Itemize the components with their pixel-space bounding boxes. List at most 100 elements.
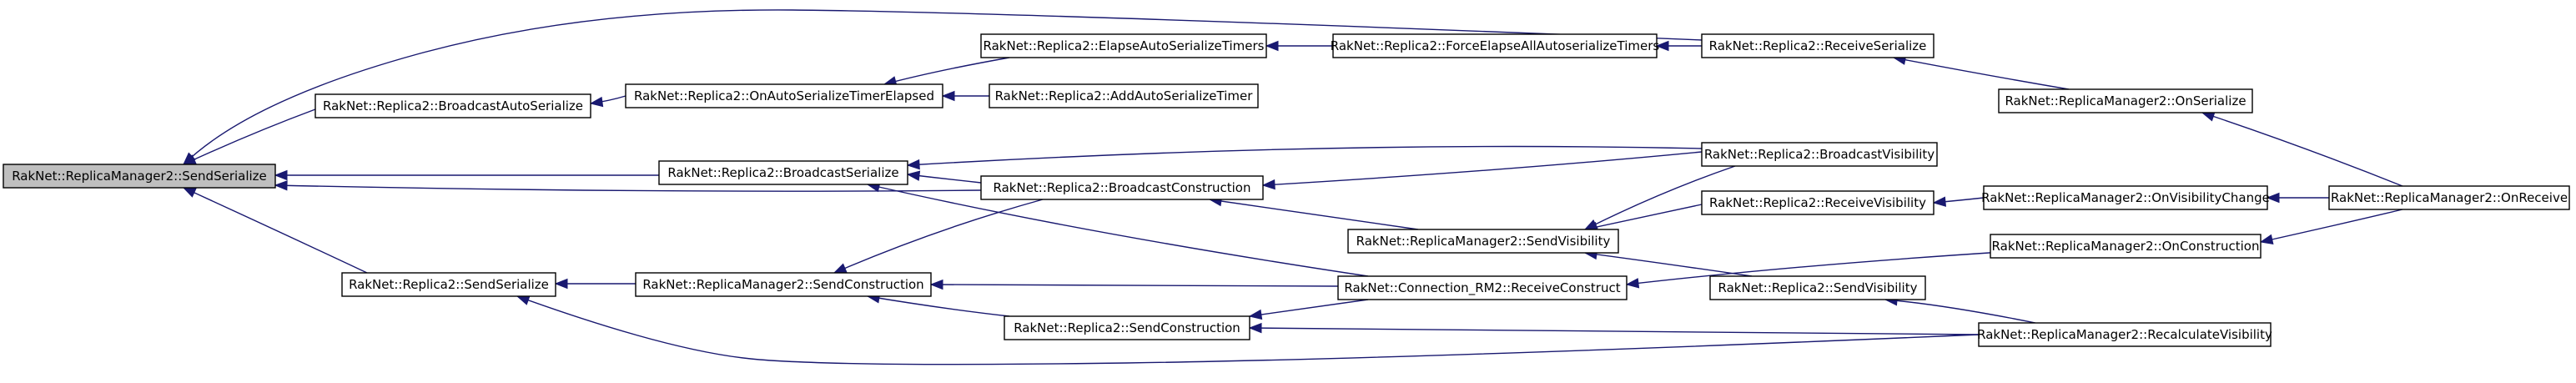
- edge-arrowhead: [2201, 111, 2216, 122]
- edge-arrowhead: [906, 159, 920, 170]
- edge-arrowhead: [1248, 322, 1262, 334]
- node-box[interactable]: [3, 164, 276, 189]
- edge-line: [183, 9, 1703, 165]
- node-box[interactable]: [1004, 315, 1250, 340]
- node-box[interactable]: [625, 83, 943, 108]
- edge-r2_sendserialize-to-rm2_sendserialize: [182, 187, 368, 274]
- node-label[interactable]: RakNet::Replica2::SendSerialize: [349, 277, 549, 292]
- node-r2_sendconstruction[interactable]: RakNet::Replica2::SendConstruction: [1004, 315, 1250, 340]
- node-r2_receivevisibility[interactable]: RakNet::Replica2::ReceiveVisibility: [1701, 190, 1935, 215]
- edge-arrowhead: [906, 170, 921, 181]
- node-crm2_receiveconstruct[interactable]: RakNet::Connection_RM2::ReceiveConstruct: [1337, 275, 1628, 300]
- edge-r2_broadcastconstruction-to-rm2_sendconstruction: [833, 199, 1044, 274]
- edge-line: [516, 295, 1980, 365]
- node-box[interactable]: [1701, 142, 1938, 167]
- node-r2_onautoserializetimerelapsed[interactable]: RakNet::Replica2::OnAutoSerializeTimerEl…: [625, 83, 943, 108]
- node-label[interactable]: RakNet::Replica2::SendVisibility: [1718, 280, 1918, 295]
- node-box[interactable]: [1998, 88, 2253, 113]
- node-label[interactable]: RakNet::Replica2::ForceElapseAllAutoseri…: [1331, 38, 1660, 53]
- node-box[interactable]: [1701, 33, 1935, 58]
- node-r2_broadcastconstruction[interactable]: RakNet::Replica2::BroadcastConstruction: [980, 175, 1264, 200]
- node-label[interactable]: RakNet::Replica2::ElapseAutoSerializeTim…: [984, 38, 1265, 53]
- node-box[interactable]: [658, 160, 908, 185]
- node-box[interactable]: [980, 175, 1264, 200]
- edge-arrowhead: [516, 295, 531, 305]
- edge-arrowhead: [1625, 278, 1640, 289]
- node-box[interactable]: [1701, 190, 1935, 215]
- edge-line: [1249, 327, 1980, 335]
- node-label[interactable]: RakNet::ReplicaManager2::RecalculateVisi…: [1977, 327, 2272, 342]
- node-label[interactable]: RakNet::ReplicaManager2::OnVisibilityCha…: [1981, 190, 2270, 205]
- node-box[interactable]: [2328, 185, 2570, 210]
- edge-line: [1626, 251, 2003, 285]
- edge-rm2_onreceive-to-rm2_onserialize: [2201, 111, 2403, 187]
- node-label[interactable]: RakNet::Replica2::ReceiveSerialize: [1709, 38, 1927, 53]
- node-box[interactable]: [1990, 234, 2262, 259]
- edge-line: [1262, 151, 1703, 186]
- node-label[interactable]: RakNet::ReplicaManager2::SendVisibility: [1356, 234, 1611, 249]
- node-label[interactable]: RakNet::Replica2::AddAutoSerializeTimer: [995, 88, 1254, 103]
- node-label[interactable]: RakNet::Replica2::OnAutoSerializeTimerEl…: [634, 88, 934, 103]
- node-box[interactable]: [989, 83, 1259, 108]
- node-label[interactable]: RakNet::ReplicaManager2::SendConstructio…: [642, 277, 923, 292]
- edge-line: [883, 57, 1010, 85]
- edge-rm2_onreceive-to-rm2_onconstruction: [2259, 209, 2403, 244]
- node-box[interactable]: [1332, 33, 1658, 58]
- edge-r2_broadcastvisibility-to-r2_broadcastserialize: [906, 145, 1703, 170]
- edge-r2_onautoserializetimerelapsed-to-r2_broadcastautoserialize: [589, 95, 626, 108]
- edge-rm2_sendvisibility-to-r2_broadcastconstruction: [1208, 195, 1419, 230]
- node-label[interactable]: RakNet::Replica2::ReceiveVisibility: [1709, 195, 1926, 210]
- node-r2_broadcastvisibility[interactable]: RakNet::Replica2::BroadcastVisibility: [1701, 142, 1938, 167]
- edge-arrowhead: [833, 263, 848, 274]
- edge-arrowhead: [589, 96, 604, 108]
- node-rm2_onvisibilitychange[interactable]: RakNet::ReplicaManager2::OnVisibilityCha…: [1981, 185, 2270, 210]
- node-label[interactable]: RakNet::Replica2::BroadcastAutoSerialize: [323, 98, 583, 113]
- node-r2_broadcastautoserialize[interactable]: RakNet::Replica2::BroadcastAutoSerialize: [314, 93, 591, 118]
- edge-arrowhead: [182, 187, 197, 198]
- node-rm2_onconstruction[interactable]: RakNet::ReplicaManager2::OnConstruction: [1990, 234, 2262, 259]
- node-r2_broadcastserialize[interactable]: RakNet::Replica2::BroadcastSerialize: [658, 160, 908, 185]
- edge-r2_broadcastvisibility-to-r2_broadcastconstruction: [1261, 151, 1703, 190]
- node-rm2_sendserialize[interactable]: RakNet::ReplicaManager2::SendSerialize: [3, 164, 276, 189]
- node-r2_receiveserialize[interactable]: RakNet::Replica2::ReceiveSerialize: [1701, 33, 1935, 58]
- edge-line: [1249, 299, 1369, 317]
- node-rm2_onserialize[interactable]: RakNet::ReplicaManager2::OnSerialize: [1998, 88, 2253, 113]
- node-box[interactable]: [980, 33, 1267, 58]
- node-box[interactable]: [1983, 185, 2268, 210]
- edge-line: [907, 145, 1703, 166]
- node-r2_sendserialize[interactable]: RakNet::Replica2::SendSerialize: [341, 272, 556, 297]
- node-label[interactable]: RakNet::ReplicaManager2::OnConstruction: [1992, 239, 2260, 254]
- edge-rm2_onserialize-to-r2_receiveserialize: [1892, 54, 2070, 90]
- node-box[interactable]: [341, 272, 556, 297]
- node-rm2_onreceive[interactable]: RakNet::ReplicaManager2::OnReceive: [2328, 185, 2570, 210]
- node-label[interactable]: RakNet::Replica2::BroadcastSerialize: [667, 165, 898, 180]
- node-box[interactable]: [1347, 229, 1619, 254]
- edge-r2_forceelapseallautoserializetimers-to-r2_elapseautoserializetimers: [1265, 40, 1333, 52]
- node-label[interactable]: RakNet::ReplicaManager2::OnReceive: [2331, 190, 2568, 205]
- edge-line: [274, 184, 982, 192]
- node-box[interactable]: [314, 93, 591, 118]
- edge-line: [867, 184, 1369, 277]
- node-box[interactable]: [635, 272, 932, 297]
- edge-arrowhead: [941, 90, 955, 102]
- edge-rm2_recalculatevisibility-to-r2_sendconstruction: [1248, 322, 1980, 335]
- node-box[interactable]: [1709, 275, 1926, 300]
- node-box[interactable]: [1337, 275, 1628, 300]
- edge-rm2_onreceive-to-rm2_onvisibilitychange: [2266, 192, 2329, 204]
- node-rm2_recalculatevisibility[interactable]: RakNet::ReplicaManager2::RecalculateVisi…: [1977, 322, 2272, 347]
- node-label[interactable]: RakNet::Replica2::BroadcastVisibility: [1704, 147, 1935, 162]
- edge-arrowhead: [554, 278, 568, 290]
- node-label[interactable]: RakNet::Replica2::SendConstruction: [1014, 320, 1240, 335]
- node-r2_sendvisibility[interactable]: RakNet::Replica2::SendVisibility: [1709, 275, 1926, 300]
- node-label[interactable]: RakNet::ReplicaManager2::SendSerialize: [12, 169, 267, 184]
- node-label[interactable]: RakNet::ReplicaManager2::OnSerialize: [2005, 93, 2246, 108]
- node-rm2_sendvisibility[interactable]: RakNet::ReplicaManager2::SendVisibility: [1347, 229, 1619, 254]
- node-box[interactable]: [1978, 322, 2272, 347]
- node-r2_elapseautoserializetimers[interactable]: RakNet::Replica2::ElapseAutoSerializeTim…: [980, 33, 1267, 58]
- node-label[interactable]: RakNet::Connection_RM2::ReceiveConstruct: [1344, 280, 1620, 296]
- node-rm2_sendconstruction[interactable]: RakNet::ReplicaManager2::SendConstructio…: [635, 272, 932, 297]
- node-label[interactable]: RakNet::Replica2::BroadcastConstruction: [994, 180, 1251, 195]
- node-r2_addautoserializetimer[interactable]: RakNet::Replica2::AddAutoSerializeTimer: [989, 83, 1259, 108]
- node-r2_forceelapseallautoserializetimers[interactable]: RakNet::Replica2::ForceElapseAllAutoseri…: [1331, 33, 1660, 58]
- edge-r2_addautoserializetimer-to-r2_onautoserializetimerelapsed: [941, 90, 990, 102]
